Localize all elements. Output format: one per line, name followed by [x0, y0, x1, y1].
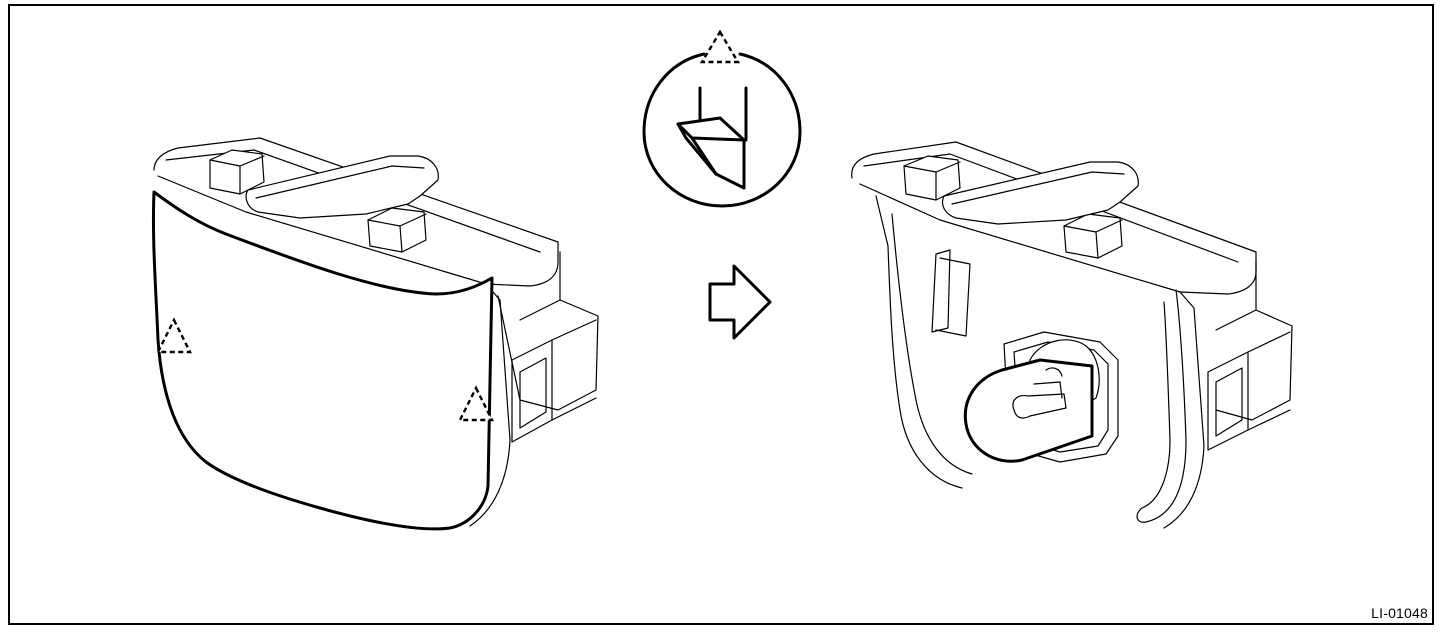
housing-top-right — [851, 141, 1257, 295]
lamp-with-lens-cover — [151, 137, 599, 531]
dashed-triangle-icon — [458, 385, 494, 422]
mounting-bracket-left — [511, 251, 599, 443]
lens-cover — [151, 190, 494, 531]
figure-id-label: LI-01048 — [1371, 605, 1428, 621]
bulb — [963, 358, 1094, 463]
dashed-triangle-icon — [156, 317, 192, 354]
mounting-bracket-right — [1207, 261, 1293, 451]
lamp-with-bulb-exposed — [851, 141, 1293, 529]
right-arrow-icon — [708, 264, 772, 340]
housing-top-left — [153, 137, 559, 287]
dashed-triangle-icon — [699, 29, 741, 64]
release-detail-callout — [642, 29, 802, 208]
diagram-frame — [8, 4, 1434, 625]
